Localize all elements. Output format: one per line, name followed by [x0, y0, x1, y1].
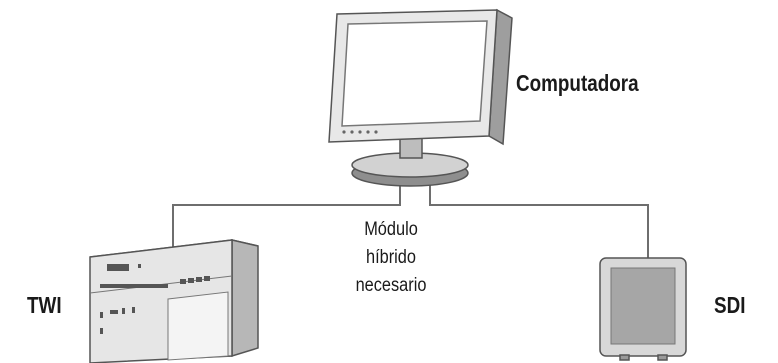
monitor-icon: [328, 8, 513, 187]
note-line: necesario: [355, 275, 427, 296]
sdi-label: SDI: [714, 292, 746, 318]
twi-label: TWI: [27, 292, 62, 318]
computer-label: Computadora: [516, 70, 639, 96]
twi-connection-line: [172, 176, 401, 262]
connection-lines: [172, 176, 649, 262]
note-line: Módulo: [364, 219, 418, 240]
hybrid-module-note: Módulo híbrido necesario: [330, 216, 452, 300]
twi-cabinet-icon: [89, 239, 259, 363]
sdi-connection-line: [429, 176, 649, 258]
note-line: híbrido: [366, 247, 416, 268]
sdi-unit-icon: [599, 257, 687, 361]
